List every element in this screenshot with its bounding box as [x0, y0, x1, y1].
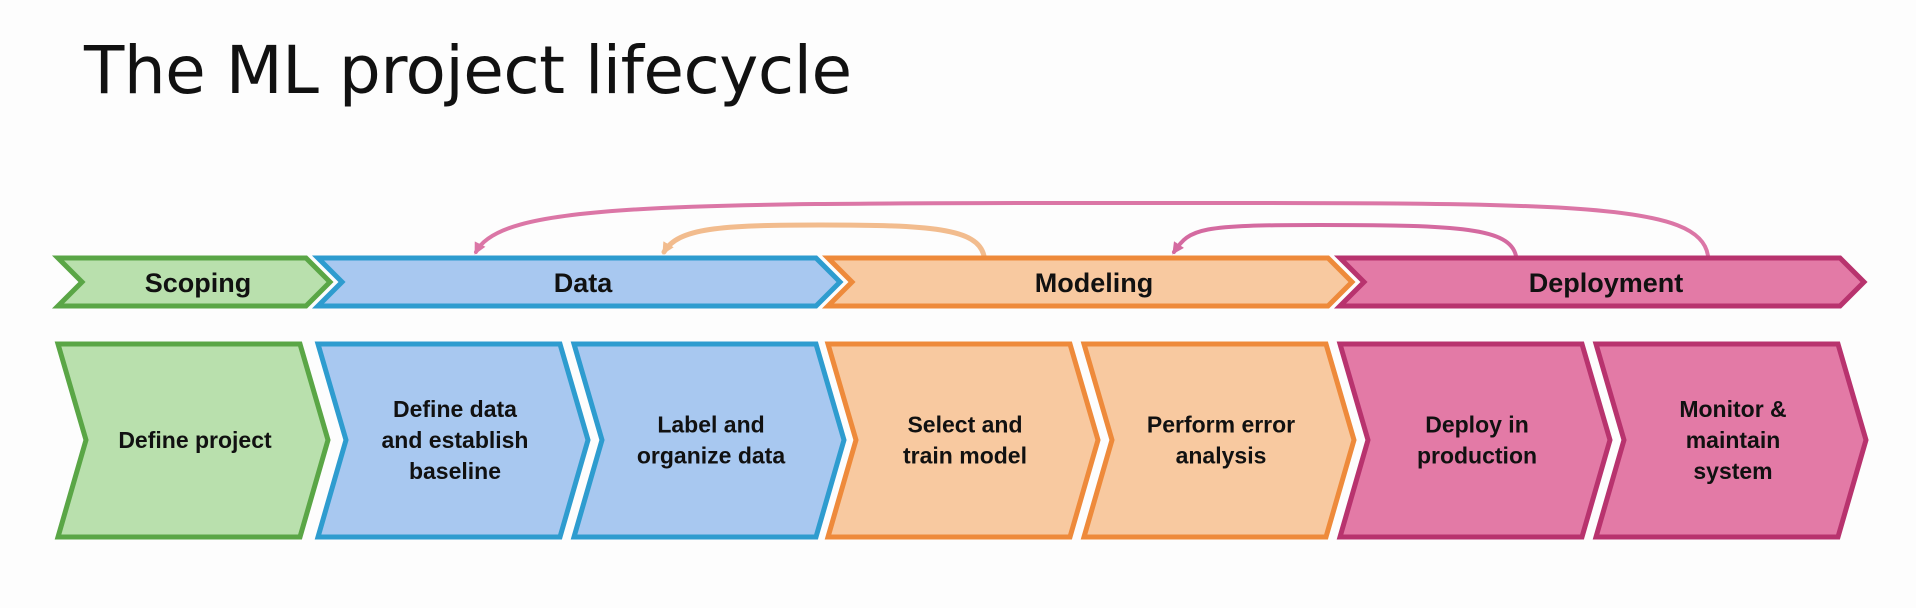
feedback-arrow-deployment-to-data	[474, 200, 1710, 258]
step-chevron-4	[824, 341, 1101, 540]
step-chevron-1	[54, 341, 331, 540]
stage-banners: Scoping Data Modeling Deployment	[51, 255, 1868, 309]
step-label-6-line-1: Deploy in	[1425, 412, 1529, 438]
stage-label-modeling: Modeling	[1035, 268, 1153, 298]
step-label-6-line-2: production	[1417, 443, 1537, 469]
feedback-arrow-modeling-to-data	[661, 222, 987, 259]
page-title: The ML project lifecycle	[84, 32, 852, 109]
step-label-3-line-2: organize data	[637, 443, 785, 469]
step-label-4-line-2: train model	[903, 443, 1027, 469]
step-label-7-line-3: system	[1693, 458, 1772, 484]
step-chevron-5	[1080, 341, 1357, 540]
step-label-7-line-1: Monitor &	[1679, 396, 1786, 422]
step-chevrons: Define project Define data and establish ba…	[54, 341, 1869, 540]
step-label-4-line-1: Select and	[907, 412, 1022, 438]
step-chevron-7	[1592, 341, 1869, 540]
stage-banner-scoping	[51, 255, 334, 309]
step-label-2-line-3: baseline	[409, 458, 501, 484]
step-label-7-line-2: maintain	[1686, 427, 1781, 453]
step-label-3-line-1: Label and	[657, 412, 764, 438]
step-chevron-3	[570, 341, 847, 540]
stage-label-deployment: Deployment	[1529, 268, 1684, 298]
step-chevron-6	[1336, 341, 1613, 540]
feedback-loops	[474, 200, 1710, 259]
stage-banner-deployment	[1333, 255, 1868, 309]
stage-label-data: Data	[554, 268, 614, 298]
stage-banner-modeling	[821, 255, 1356, 309]
step-label-5-line-2: analysis	[1176, 443, 1267, 469]
stage-label-scoping: Scoping	[145, 268, 252, 298]
feedback-arrow-deployment-to-modeling	[1172, 222, 1518, 258]
step-label-5-line-1: Perform error	[1147, 412, 1295, 438]
step-label-2-line-1: Define data	[393, 396, 517, 422]
stage-banner-data	[311, 255, 844, 309]
step-label-1-line-1: Define project	[118, 427, 272, 453]
step-chevron-2	[314, 341, 591, 540]
step-label-2-line-2: and establish	[382, 427, 529, 453]
